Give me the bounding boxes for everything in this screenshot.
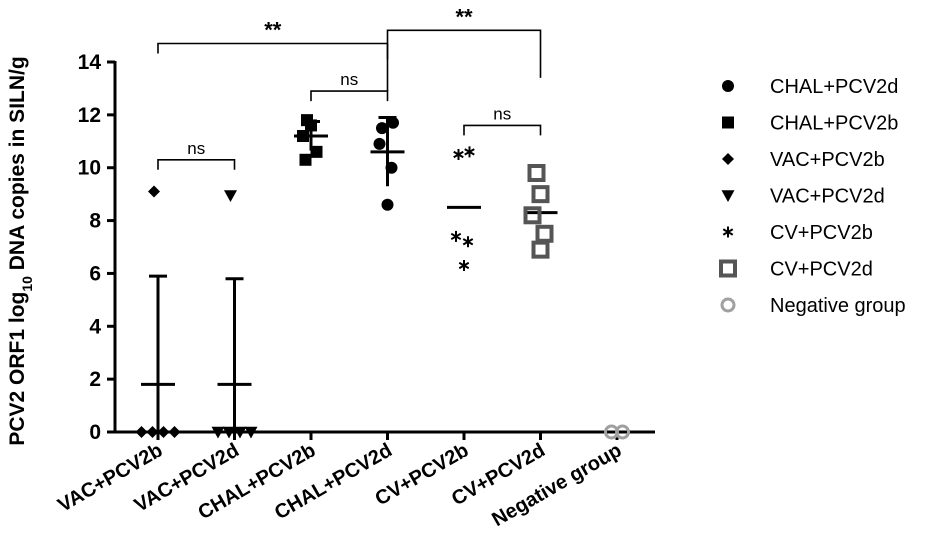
point-circle xyxy=(376,122,388,135)
point-triangle xyxy=(244,426,258,439)
significance-label: ns xyxy=(493,104,511,123)
significance-label: ** xyxy=(264,18,282,43)
point-open-square xyxy=(531,240,550,259)
point-circle xyxy=(385,161,398,174)
axes xyxy=(113,61,655,440)
point-diamond xyxy=(135,426,148,438)
legend-label: VAC+PCV2b xyxy=(770,149,885,171)
point-square xyxy=(722,116,734,129)
point-open-square xyxy=(535,224,554,243)
point-circle xyxy=(722,80,734,92)
legend-item: CHAL+PCV2d xyxy=(722,76,898,98)
y-tick-label: 10 xyxy=(78,157,101,180)
point-triangle xyxy=(222,426,236,439)
legend-label: CHAL+PCV2b xyxy=(770,113,898,135)
series-cv-pcv2b xyxy=(450,146,475,271)
significance-brackets: ns ns ns ** ** xyxy=(157,4,542,170)
data-points xyxy=(135,114,630,440)
legend-label: VAC+PCV2d xyxy=(770,186,885,208)
point-square xyxy=(299,153,312,166)
series-chal-pcv2d xyxy=(373,116,399,211)
point-triangle xyxy=(224,190,237,202)
legend-label: CV+PCV2d xyxy=(770,259,873,281)
point-asterisk xyxy=(462,236,474,248)
y-tick-label: 4 xyxy=(89,315,101,338)
legend-label: CV+PCV2b xyxy=(770,222,873,244)
significance-bracket: ns xyxy=(310,70,389,102)
point-triangle xyxy=(233,426,247,439)
series-negative-group xyxy=(604,424,630,440)
point-diamond xyxy=(722,153,734,165)
point-open-circle xyxy=(615,424,630,440)
point-asterisk xyxy=(453,149,464,160)
point-open-square xyxy=(527,164,546,182)
significance-bracket: ns xyxy=(157,139,236,170)
legend-label: Negative group xyxy=(770,295,906,317)
y-tick-label: 2 xyxy=(89,368,101,391)
significance-bracket: ns xyxy=(463,104,542,136)
point-triangle xyxy=(211,426,225,439)
y-tick-label: 12 xyxy=(78,104,101,127)
y-axis-title: PCV2 ORF1 log10 DNA copies in SILN/g xyxy=(6,56,35,445)
point-asterisk xyxy=(464,146,475,158)
significance-bracket: ** xyxy=(157,18,389,92)
point-diamond xyxy=(146,426,159,438)
y-tick-label: 8 xyxy=(89,210,101,233)
point-diamond xyxy=(148,185,160,198)
point-square xyxy=(310,145,323,158)
error-bars xyxy=(141,116,558,432)
point-circle xyxy=(387,116,399,129)
legend-label: CHAL+PCV2d xyxy=(770,76,898,98)
series-vac-pcv2d xyxy=(211,190,258,439)
x-tick-labels: VAC+PCV2bVAC+PCV2dCHAL+PCV2bCHAL+PCV2dCV… xyxy=(54,439,625,531)
significance-label: ns xyxy=(187,139,205,158)
series-cv-pcv2d xyxy=(523,164,554,259)
legend-item: CV+PCV2d xyxy=(719,259,873,281)
significance-bracket: ** xyxy=(386,4,542,78)
point-circle xyxy=(381,198,394,211)
point-open-circle xyxy=(720,297,736,313)
legend-item: CV+PCV2b xyxy=(722,222,873,244)
significance-label: ns xyxy=(340,70,358,89)
point-diamond xyxy=(168,426,181,438)
y-tick-label: 14 xyxy=(78,51,102,74)
x-tick-label: Negative group xyxy=(488,439,625,531)
point-square xyxy=(301,114,313,127)
legend: CHAL+PCV2dCHAL+PCV2bVAC+PCV2bVAC+PCV2dCV… xyxy=(719,76,906,317)
point-triangle xyxy=(721,190,735,202)
legend-item: CHAL+PCV2b xyxy=(722,113,898,135)
y-ticks: 0 2 4 6 8 10 12 14 xyxy=(78,51,115,444)
legend-item: VAC+PCV2b xyxy=(722,149,885,171)
point-circle xyxy=(373,137,386,150)
point-open-square xyxy=(531,185,550,204)
significance-label: ** xyxy=(455,4,473,29)
legend-item: VAC+PCV2d xyxy=(721,186,885,208)
series-vac-pcv2b xyxy=(135,185,181,438)
point-square xyxy=(297,130,309,142)
point-open-square xyxy=(523,206,542,225)
point-asterisk xyxy=(458,260,470,271)
point-open-square xyxy=(719,259,737,278)
y-tick-label: 6 xyxy=(89,262,101,285)
point-diamond xyxy=(157,426,170,438)
series-chal-pcv2b xyxy=(297,114,323,166)
y-tick-label: 0 xyxy=(89,421,101,444)
legend-item: Negative group xyxy=(720,295,906,317)
y-axis-label: PCV2 ORF1 log10 DNA copies in SILN/g xyxy=(6,56,35,445)
point-asterisk xyxy=(722,226,734,238)
point-asterisk xyxy=(450,230,462,242)
